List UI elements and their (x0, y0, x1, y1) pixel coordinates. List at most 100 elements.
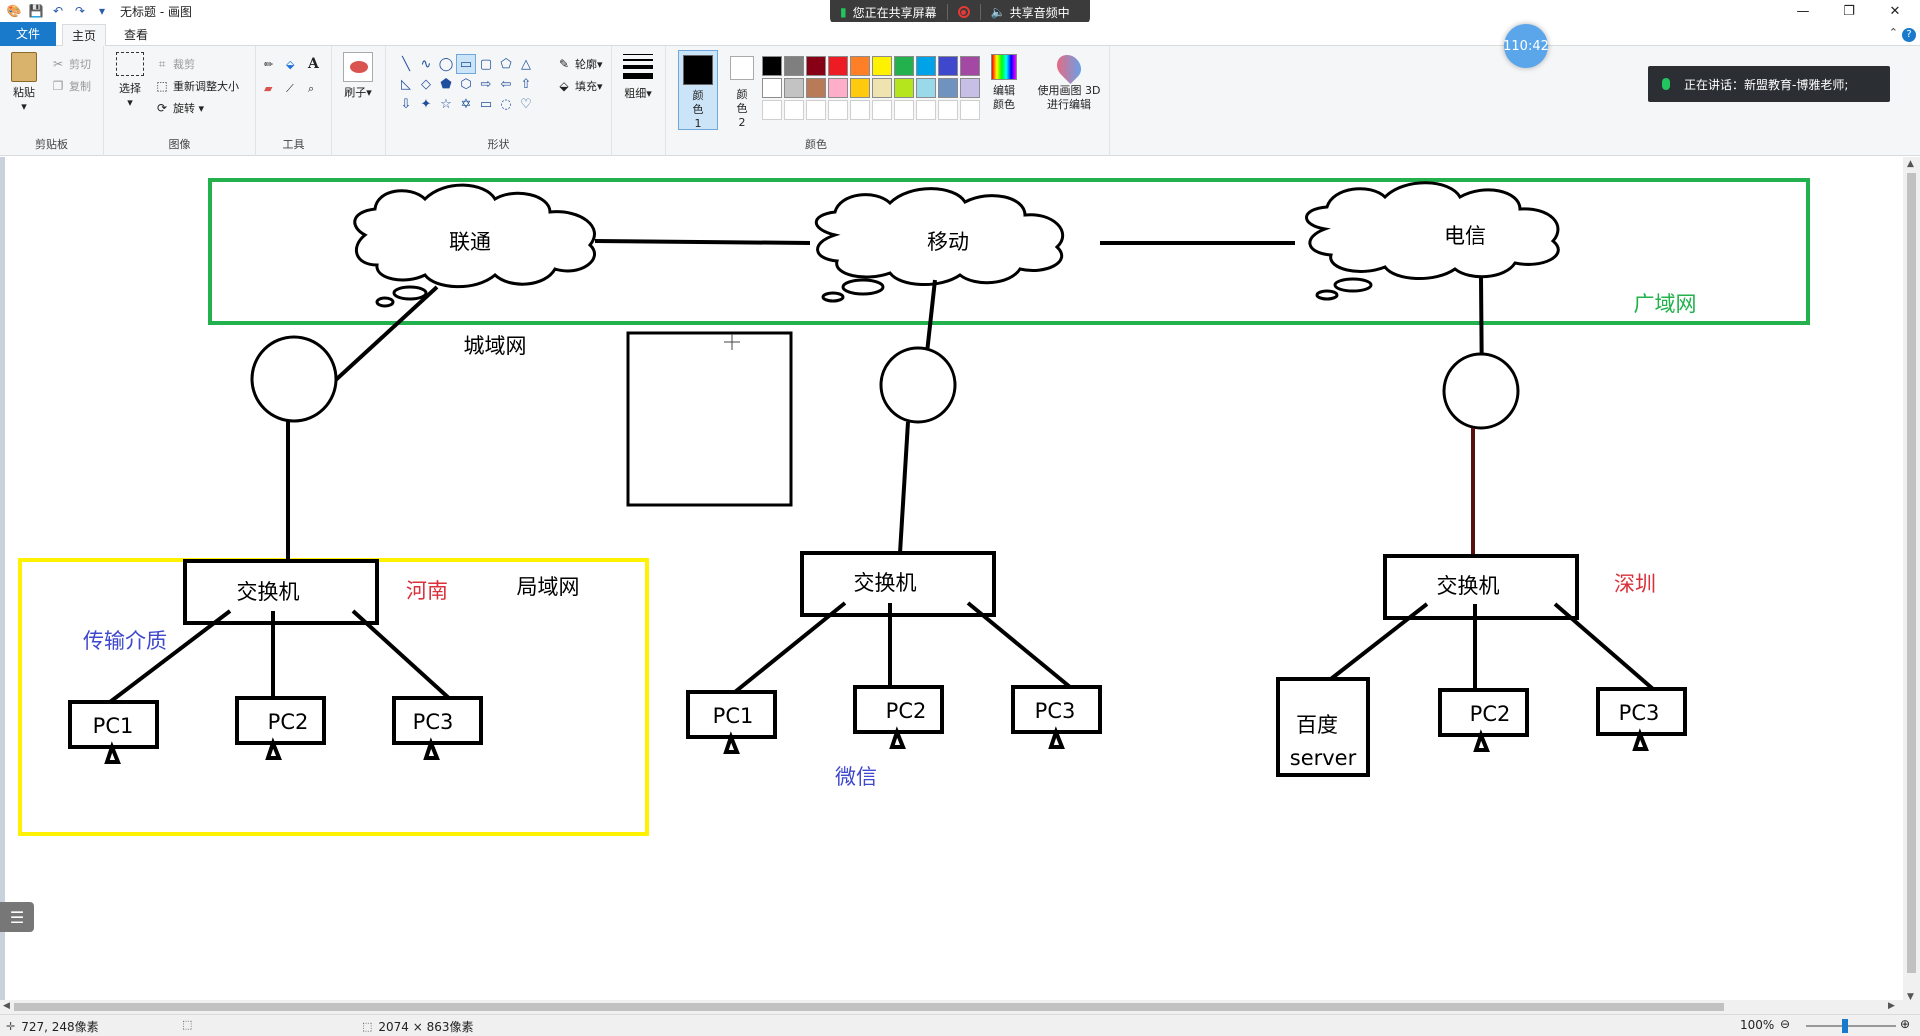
palette-swatch[interactable] (806, 56, 826, 76)
palette-swatch[interactable] (960, 78, 980, 98)
palette-swatch[interactable] (916, 78, 936, 98)
zoom-out-icon[interactable]: ⊖ (1780, 1017, 1791, 1031)
palette-swatch[interactable] (828, 78, 848, 98)
palette-swatch[interactable] (762, 56, 782, 76)
right-triangle-shape-icon[interactable]: ◺ (401, 76, 411, 92)
magnifier-icon[interactable]: ⌕ (308, 82, 315, 95)
horizontal-scrollbar[interactable]: ◀ ▶ (0, 1000, 1920, 1014)
palette-swatch[interactable] (938, 56, 958, 76)
customize-quick-access-icon[interactable]: ▾ (98, 4, 106, 18)
custom-color-slot[interactable] (872, 100, 892, 120)
left-arrow-shape-icon[interactable]: ⇦ (500, 76, 512, 92)
scroll-right-icon[interactable]: ▶ (1888, 1001, 1895, 1011)
fill-button[interactable]: ⬙填充▾ (556, 78, 602, 94)
share-screen-indicator[interactable]: ▮ 您正在共享屏幕 (830, 0, 947, 24)
custom-color-slot[interactable] (938, 100, 958, 120)
custom-color-slot[interactable] (828, 100, 848, 120)
edit-colors-button[interactable]: 编辑颜色 (986, 54, 1022, 112)
oval-shape-icon[interactable]: ◯ (438, 56, 454, 72)
drawing-canvas[interactable]: 联通 移动 电信 广域网 城域网 交换机 交换机 (5, 157, 1904, 1000)
share-audio-indicator[interactable]: 🔈 共享音频中 (981, 0, 1080, 24)
callout-rect-shape-icon[interactable]: ▭ (479, 96, 493, 112)
custom-color-slot[interactable] (916, 100, 936, 120)
custom-color-slot[interactable] (784, 100, 804, 120)
four-point-star-shape-icon[interactable]: ✦ (420, 96, 432, 112)
rounded-rectangle-shape-icon[interactable]: ▢ (479, 56, 493, 72)
line-shape-icon[interactable]: ╲ (402, 56, 410, 72)
right-arrow-shape-icon[interactable]: ⇨ (480, 76, 492, 92)
tab-file[interactable]: 文件 (0, 22, 56, 46)
palette-swatch[interactable] (872, 56, 892, 76)
custom-color-slot[interactable] (960, 100, 980, 120)
color1-button[interactable]: 颜色 1 (678, 50, 718, 130)
scroll-up-icon[interactable]: ▲ (1907, 159, 1914, 169)
color-picker-icon[interactable]: ⟋ (286, 82, 294, 95)
cut-button[interactable]: ✂剪切 (50, 56, 91, 72)
palette-swatch[interactable] (960, 56, 980, 76)
down-arrow-shape-icon[interactable]: ⇩ (400, 96, 412, 112)
paste-button[interactable]: 粘贴▾ (6, 52, 42, 114)
palette-swatch[interactable] (894, 56, 914, 76)
palette-swatch[interactable] (894, 78, 914, 98)
five-point-star-shape-icon[interactable]: ☆ (440, 96, 452, 112)
palette-swatch[interactable] (784, 78, 804, 98)
paint3d-button[interactable]: 使用画图 3D 进行编辑 (1036, 50, 1102, 112)
brushes-button[interactable]: 刷子▾ (338, 52, 378, 100)
record-button[interactable] (948, 0, 980, 24)
custom-color-slot[interactable] (806, 100, 826, 120)
undo-icon[interactable]: ↶ (52, 4, 64, 18)
palette-swatch[interactable] (850, 56, 870, 76)
six-point-star-shape-icon[interactable]: ✡ (460, 96, 472, 112)
palette-swatch[interactable] (762, 78, 782, 98)
rotate-button[interactable]: ⟳旋转 ▾ (154, 100, 204, 116)
resize-button[interactable]: ⬚重新调整大小 (154, 78, 239, 94)
palette-swatch[interactable] (916, 56, 936, 76)
palette-swatch[interactable] (850, 78, 870, 98)
pentagon-shape-icon[interactable]: ⬟ (440, 76, 452, 92)
outline-button[interactable]: ✎轮廓▾ (556, 56, 603, 72)
horizontal-scroll-thumb[interactable] (14, 1003, 1724, 1011)
copy-button[interactable]: ❐复制 (50, 78, 91, 94)
select-button[interactable]: 选择▾ (112, 52, 148, 110)
eraser-icon[interactable]: ▰ (264, 82, 273, 95)
side-menu-icon[interactable]: ☰ (0, 902, 34, 932)
scroll-down-icon[interactable]: ▼ (1907, 992, 1914, 1002)
save-icon[interactable]: 💾 (28, 4, 44, 18)
palette-swatch[interactable] (938, 78, 958, 98)
zoom-slider-thumb[interactable] (1842, 1019, 1848, 1033)
up-arrow-shape-icon[interactable]: ⇧ (520, 76, 532, 92)
custom-color-slot[interactable] (850, 100, 870, 120)
fill-bucket-icon[interactable]: ⬙ (286, 58, 295, 71)
vertical-scroll-thumb[interactable] (1907, 173, 1916, 973)
zoom-in-icon[interactable]: ⊕ (1900, 1017, 1911, 1031)
redo-icon[interactable]: ↷ (74, 4, 86, 18)
heart-shape-icon[interactable]: ♡ (520, 96, 532, 112)
color2-button[interactable]: 颜色 2 (724, 50, 760, 130)
palette-swatch[interactable] (828, 56, 848, 76)
size-button[interactable]: 粗细▾ (618, 54, 658, 101)
curve-shape-icon[interactable]: ∿ (420, 56, 432, 72)
custom-color-slot[interactable] (894, 100, 914, 120)
palette-swatch[interactable] (872, 78, 892, 98)
palette-swatch[interactable] (784, 56, 804, 76)
meeting-timer[interactable]: 110:42 (1503, 24, 1549, 68)
zoom-slider[interactable] (1806, 1025, 1896, 1027)
restore-button[interactable]: ❐ (1843, 3, 1855, 19)
tab-view[interactable]: 查看 (123, 28, 148, 42)
collapse-ribbon-icon[interactable]: ⌃ (1888, 26, 1898, 39)
callout-oval-shape-icon[interactable]: ◌ (500, 96, 512, 112)
vertical-scrollbar[interactable]: ▲ ▼ (1903, 157, 1920, 1004)
palette-swatch[interactable] (806, 78, 826, 98)
scroll-left-icon[interactable]: ◀ (3, 1001, 10, 1011)
crop-button[interactable]: ⌗裁剪 (154, 56, 195, 72)
text-tool-icon[interactable]: A (308, 56, 319, 72)
triangle-shape-icon[interactable]: △ (521, 56, 531, 72)
diamond-shape-icon[interactable]: ◇ (421, 76, 431, 92)
help-icon[interactable]: ? (1902, 28, 1916, 42)
polygon-shape-icon[interactable]: ⬠ (500, 56, 512, 72)
pencil-icon[interactable]: ✏ (264, 58, 274, 71)
tab-home[interactable]: 主页 (62, 24, 106, 46)
custom-color-slot[interactable] (762, 100, 782, 120)
rectangle-shape-icon[interactable]: ▭ (456, 54, 476, 74)
minimize-button[interactable]: — (1796, 3, 1810, 19)
